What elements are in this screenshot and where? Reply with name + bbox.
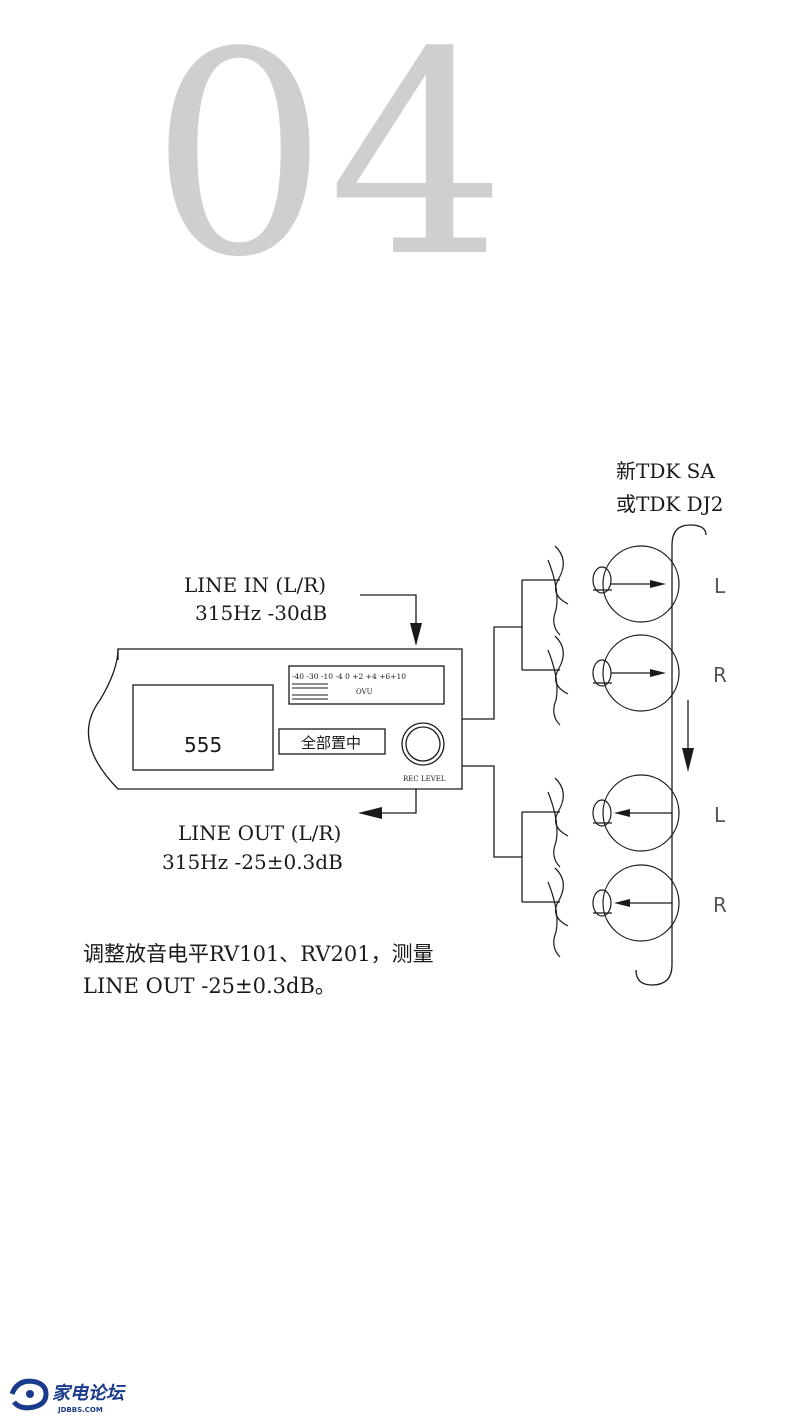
- meter-scale: -40 -30 -10 -4 0 +2 +4 +6+10: [292, 672, 406, 681]
- counter-window: [132, 684, 274, 771]
- meter-unit: OVU: [356, 688, 373, 696]
- channel-label-4: R: [713, 893, 727, 917]
- line-out-spec: 315Hz -25±0.3dB: [162, 850, 343, 874]
- channel-label-3: L: [714, 803, 726, 827]
- counter-value: 555: [184, 733, 222, 757]
- line-in-arrow: [360, 594, 422, 646]
- line-out-arrow: [358, 789, 417, 819]
- logo-swirl-icon: [9, 1378, 49, 1411]
- meter-bars: [292, 683, 328, 700]
- reset-all-button[interactable]: [278, 728, 386, 755]
- head-channel-1: [547, 545, 680, 636]
- site-logo: 家电论坛 JDBBS.COM: [9, 1378, 126, 1414]
- channel-label-2: R: [713, 663, 727, 687]
- instruction-line2: LINE OUT -25±0.3dB。: [83, 974, 336, 998]
- page-number: 04: [150, 0, 506, 319]
- head-channel-3: [547, 774, 680, 868]
- knob-label: REC LEVEL: [403, 775, 446, 783]
- line-in-spec: 315Hz -30dB: [195, 601, 327, 625]
- wiring: [462, 579, 560, 903]
- line-out-label: LINE OUT (L/R): [178, 821, 341, 845]
- tape-path: [635, 524, 707, 986]
- reset-button-label: 全部置中: [301, 734, 361, 752]
- head-channel-2: [547, 634, 680, 726]
- rec-level-knob[interactable]: [401, 722, 445, 766]
- logo-url: JDBBS.COM: [57, 1406, 103, 1414]
- tape-label-line2: 或TDK DJ2: [616, 492, 723, 516]
- line-in-label: LINE IN (L/R): [184, 573, 326, 597]
- level-meter: [288, 665, 445, 705]
- head-channel-4: [547, 864, 680, 958]
- logo-text: 家电论坛: [52, 1383, 126, 1404]
- channel-label-1: L: [714, 574, 726, 598]
- instruction-line1: 调整放音电平RV101、RV201，测量: [83, 942, 434, 966]
- tape-label-line1: 新TDK SA: [616, 459, 715, 483]
